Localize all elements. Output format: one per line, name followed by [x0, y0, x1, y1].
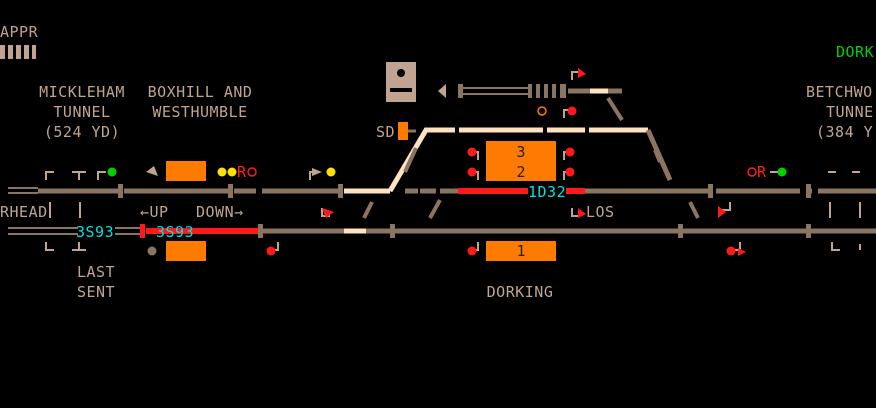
route-set-up-end [140, 224, 145, 238]
signal-red-top[interactable] [567, 106, 577, 116]
track-joints [118, 184, 811, 238]
down-main-line [8, 187, 876, 194]
dorking-station-label: DORKING [486, 283, 554, 301]
signal-green-right[interactable] [777, 167, 787, 177]
crossovers [362, 147, 700, 219]
shunt-signal-2[interactable] [578, 68, 586, 78]
berth-headcode-platform[interactable]: 1D32 [528, 183, 567, 201]
top-siding [438, 84, 624, 122]
boxhill-label-1: BOXHILL AND [147, 83, 253, 101]
sd-marker [398, 122, 408, 140]
route-indicator-left: R [237, 163, 247, 181]
shunt-signal-3[interactable] [578, 208, 586, 218]
berth-box-platform-1[interactable] [486, 241, 556, 261]
signal-yellow-3[interactable] [326, 167, 336, 177]
down-direction-label: DOWN→ [196, 203, 244, 221]
last-sent-label-1: LAST [76, 263, 116, 281]
signal-red-p1[interactable] [467, 246, 477, 256]
berth-box-up-left[interactable] [166, 241, 206, 261]
rhead-markers [49, 202, 861, 218]
ground-frame-icon[interactable] [386, 62, 416, 102]
shunt-signal-1[interactable] [322, 208, 334, 218]
los-label: LOS [586, 203, 615, 221]
signal-yellow-1[interactable] [217, 167, 227, 177]
signal-red-up-right[interactable] [726, 246, 736, 256]
boxhill-label-2: WESTHUMBLE [152, 103, 248, 121]
platform-3-number: 3 [516, 143, 526, 161]
mickleham-label-3: (524 YD) [43, 123, 121, 141]
shunt-signals[interactable] [146, 68, 746, 256]
approach-label: APPR [0, 23, 39, 41]
berth-headcode-mid[interactable]: 3S93 [156, 223, 195, 241]
mickleham-label-2: TUNNEL [53, 103, 111, 121]
signal-red-up-left[interactable] [266, 246, 276, 256]
dorking-header-label: DORK [836, 43, 875, 61]
signal-red-p2-l[interactable] [467, 167, 477, 177]
shunt-signal-7[interactable] [146, 166, 158, 176]
betchworth-label-2: TUNNE [826, 103, 874, 121]
signal-r-ring-left[interactable] [247, 167, 257, 177]
platform-3-loop [387, 127, 648, 193]
berth-box-down-left[interactable] [166, 161, 206, 181]
signal-aspects[interactable] [107, 106, 787, 256]
signal-green-left[interactable] [107, 167, 117, 177]
berth-box-platform-3-2[interactable] [486, 141, 556, 181]
approach-indicator [0, 45, 36, 59]
shunt-signal-5[interactable] [738, 248, 746, 256]
berth-headcode-left[interactable]: 3S93 [76, 223, 115, 241]
signal-ring-top[interactable] [537, 106, 547, 116]
signal-up-ground[interactable] [147, 246, 157, 256]
signal-red-p2-r[interactable] [565, 167, 575, 177]
platform-1-number: 1 [516, 242, 526, 260]
rhead-label: RHEAD [0, 203, 48, 221]
up-direction-label: ←UP [140, 203, 169, 221]
signal-yellow-2[interactable] [227, 167, 237, 177]
signal-r-ring-right[interactable] [747, 167, 757, 177]
mickleham-label-1: MICKLEHAM [39, 83, 125, 101]
betchworth-label-1: BETCHWO [806, 83, 873, 101]
platform-2-number: 2 [516, 163, 526, 181]
betchworth-label-3: (384 Y [816, 123, 874, 141]
route-indicator-right: R [757, 163, 767, 181]
shunt-signal-6[interactable] [312, 168, 322, 176]
last-sent-label-2: SENT [76, 283, 116, 301]
sd-label: SD [376, 123, 396, 141]
signal-red-p3-r[interactable] [565, 147, 575, 157]
shunt-signal-4[interactable] [718, 206, 726, 218]
up-main-line [8, 227, 876, 235]
platform-3-loop-joints [455, 126, 589, 135]
signal-red-p3-l[interactable] [467, 147, 477, 157]
